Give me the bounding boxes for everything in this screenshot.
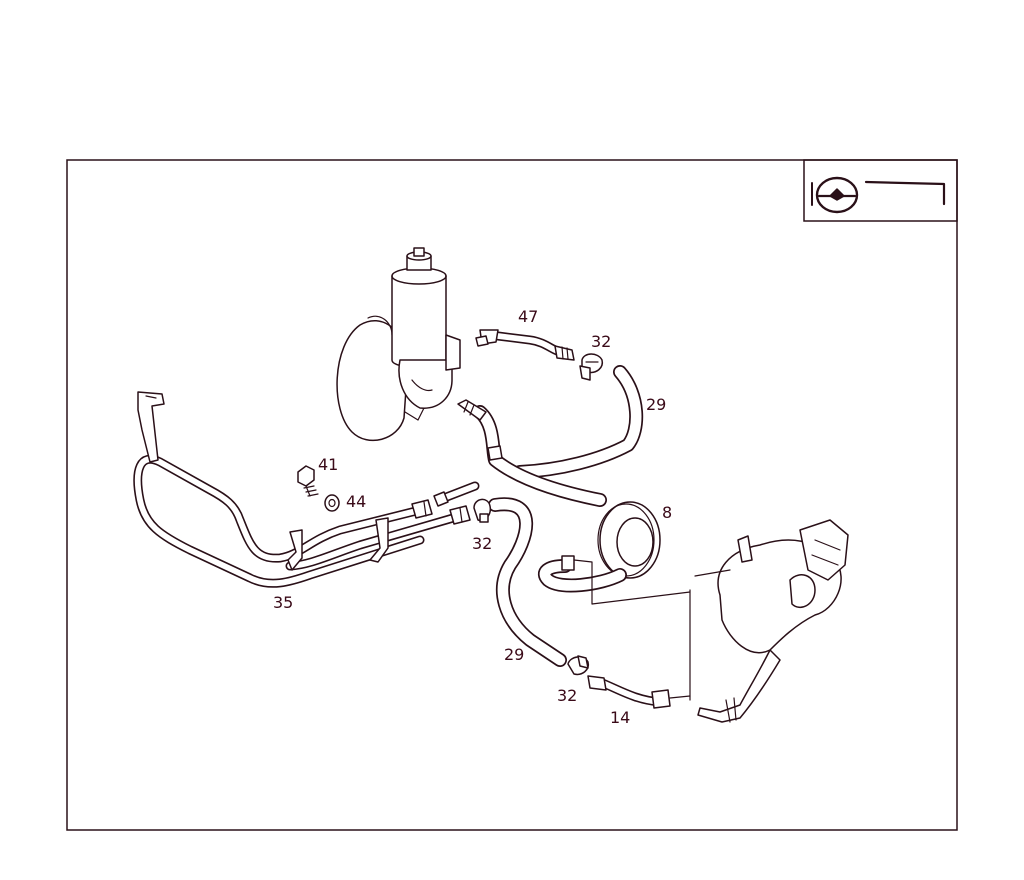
steering-wheel-icon bbox=[803, 159, 958, 222]
callout-32-mid: 32 bbox=[472, 534, 492, 553]
power-steering-pump bbox=[336, 247, 461, 442]
clamp-32-bottom bbox=[567, 655, 590, 676]
oil-cooler-coil-8 bbox=[538, 501, 691, 605]
tube-assembly-35 bbox=[133, 391, 471, 588]
steering-gear-box bbox=[689, 519, 849, 723]
return-hose-29-lower bbox=[488, 497, 567, 667]
return-hose-29-right bbox=[513, 365, 644, 479]
feed-hose-pump-to-cooler bbox=[457, 399, 607, 507]
callout-8: 8 bbox=[662, 503, 672, 522]
bolt-41 bbox=[297, 465, 319, 497]
callout-41: 41 bbox=[318, 455, 338, 474]
clamp-32-mid bbox=[473, 498, 492, 523]
callout-44: 44 bbox=[346, 492, 366, 511]
callout-14: 14 bbox=[610, 708, 630, 727]
callout-47: 47 bbox=[518, 307, 538, 326]
callout-35: 35 bbox=[273, 593, 293, 612]
callout-32-top: 32 bbox=[591, 332, 611, 351]
callout-32-bottom: 32 bbox=[557, 686, 577, 705]
clamp-32-top bbox=[579, 353, 604, 381]
pressure-line-14 bbox=[587, 675, 691, 709]
diagram-frame bbox=[66, 159, 958, 831]
pipe-stubs-center bbox=[433, 481, 480, 507]
pressure-line-47 bbox=[475, 329, 575, 361]
washer-44 bbox=[324, 494, 340, 512]
callout-29-right: 29 bbox=[646, 395, 666, 414]
callout-29-lower: 29 bbox=[504, 645, 524, 664]
